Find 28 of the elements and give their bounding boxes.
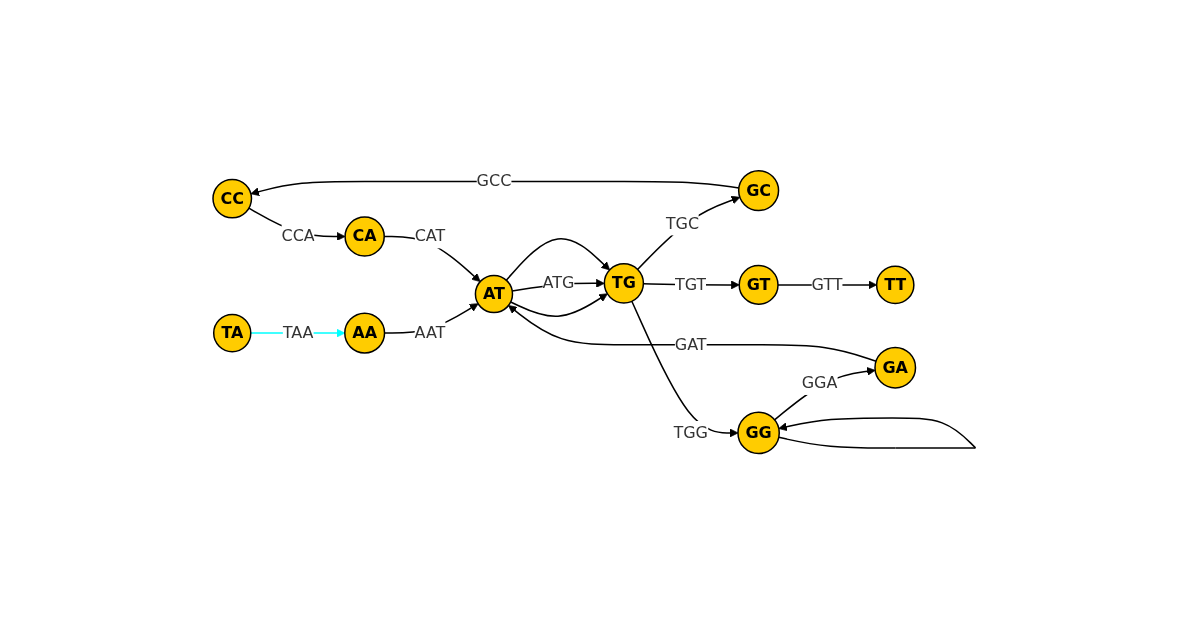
node-circle: AT (474, 274, 513, 314)
edge-label: CAT (414, 226, 445, 246)
edge-label: TGC (665, 213, 699, 233)
arrow (505, 238, 610, 281)
node-circle: GG (736, 411, 780, 455)
arrow (507, 305, 877, 362)
edge-label: AAT (414, 323, 446, 343)
node-circle: GT (738, 264, 779, 305)
edge-label: ATG (542, 273, 575, 293)
edge-label: GCC (476, 171, 511, 191)
node-circle: CC (211, 178, 252, 219)
arrow (636, 195, 740, 271)
edge-label: GTT (811, 274, 843, 294)
arrow (773, 367, 876, 421)
node-circle: TA (212, 313, 252, 353)
node-circle: CA (344, 216, 385, 257)
node-circle: AA (343, 312, 385, 354)
node-circle: TT (875, 265, 915, 305)
edge-label: CCA (281, 226, 315, 246)
node-circle: TG (603, 263, 644, 304)
edge-label: TAA (282, 323, 314, 343)
edge-label: GGA (801, 372, 838, 392)
node-circle: GA (873, 346, 916, 389)
edge-label: GAT (674, 334, 707, 354)
arrow (509, 293, 608, 317)
edge-label: TGT (674, 274, 707, 294)
node-circle: GC (737, 169, 779, 212)
edge-label: TGG (673, 422, 708, 442)
